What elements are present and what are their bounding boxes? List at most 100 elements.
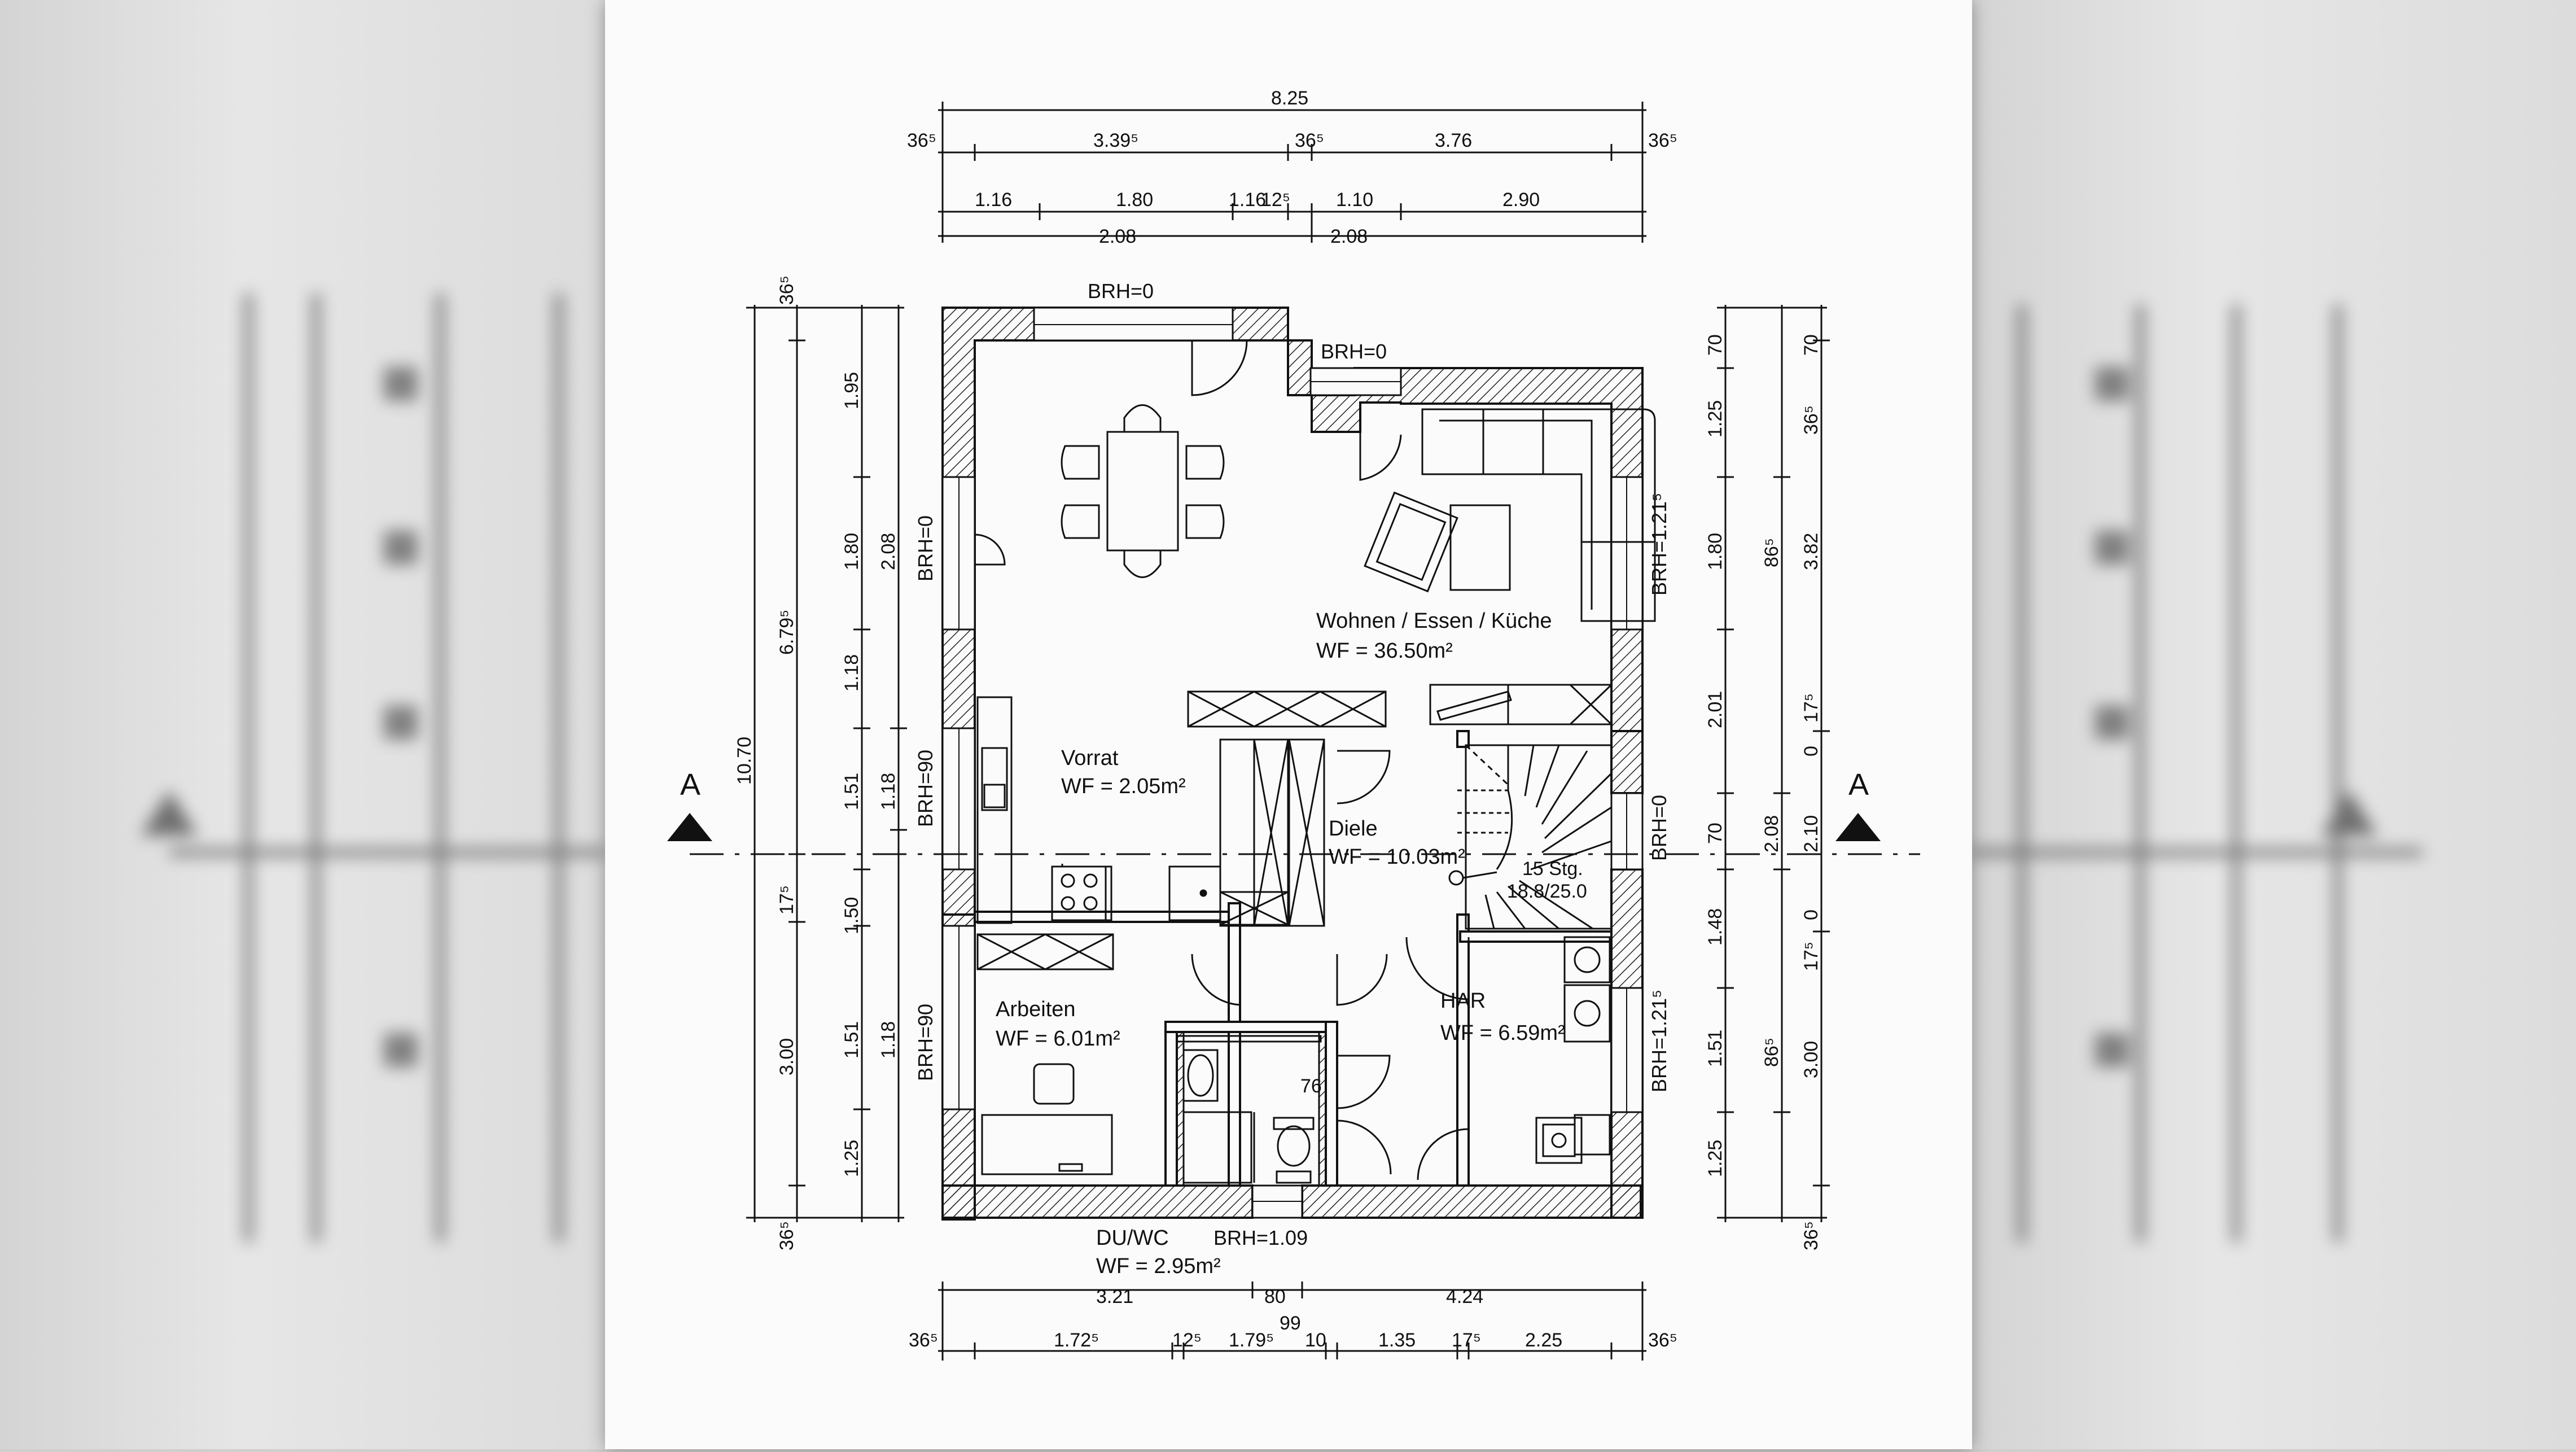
dim-left-m-b: 1.80 <box>841 533 862 570</box>
dim-bottom-r1-a: 3.21 <box>1096 1286 1133 1307</box>
brh-top-left: BRH=0 <box>1088 279 1154 303</box>
dim-right-c-4: 17⁵ <box>1800 693 1822 723</box>
section-marker-left: A <box>680 768 700 802</box>
arbeiten-shelving <box>976 933 1114 1175</box>
brh-right-lower: BRH=1.21⁵ <box>1648 990 1671 1092</box>
dim-bottom-r2-g: 1.35 <box>1378 1329 1416 1351</box>
dim-right-a-2: 1.25 <box>1705 400 1726 438</box>
floor-plan-drawing: Wohnen / Essen / Küche WF = 36.50m² Vorr… <box>667 88 1920 1361</box>
dim-right-a-1: 70 <box>1705 334 1726 356</box>
room-arbeiten-area: WF = 6.01m² <box>996 1027 1120 1051</box>
room-diele-area: WF = 10.03m² <box>1329 845 1465 869</box>
dim-right-c-2: 36⁵ <box>1800 405 1822 435</box>
dim-right-a-7: 1.51 <box>1705 1030 1726 1067</box>
dim-right-a-4: 2.01 <box>1705 691 1726 728</box>
sideboard <box>1429 684 1512 725</box>
blurred-left-backdrop <box>0 0 605 1449</box>
room-duwc-area: WF = 2.95m² <box>1096 1254 1221 1278</box>
dim-right-c-3: 3.82 <box>1800 533 1822 570</box>
stairs-ratio: 18.8/25.0 <box>1507 881 1587 902</box>
section-line <box>667 813 1920 855</box>
dim-top-r3-d: 12⁵ <box>1261 189 1290 211</box>
dim-left-o-bot: 36⁵ <box>776 1221 798 1250</box>
dim-left-m-c: 1.18 <box>841 654 862 692</box>
kitchen-cabinets <box>1187 684 1613 927</box>
brh-left-lower: BRH=90 <box>914 1004 937 1081</box>
dim-left-o-b: 3.00 <box>776 1038 798 1075</box>
brh-bottom: BRH=1.09 <box>1213 1226 1308 1249</box>
brh-left-mid: BRH=90 <box>914 750 937 827</box>
staircase <box>1448 744 1613 930</box>
dim-right-c-1: 70 <box>1800 334 1822 356</box>
bathroom-fixtures <box>1176 1035 1322 1184</box>
dim-top-r3-c: 1.16 <box>1229 189 1266 211</box>
dim-top-r3-b: 1.80 <box>1116 189 1153 211</box>
drawing-sheet: Wohnen / Essen / Küche WF = 36.50m² Vorr… <box>605 0 1972 1449</box>
door-swings <box>974 340 1470 1180</box>
brh-right-upper: BRH=1.21⁵ <box>1648 493 1671 596</box>
dim-left-m-f: 1.51 <box>841 1021 862 1059</box>
dim-right-a-6: 1.48 <box>1705 908 1726 946</box>
dim-top-r3-f: 2.90 <box>1502 189 1540 211</box>
brh-right-mid: BRH=0 <box>1648 795 1671 861</box>
room-har-name: HAR <box>1440 989 1486 1013</box>
dim-right-c-5: 0 <box>1800 746 1822 756</box>
dim-right-a-5: 70 <box>1705 823 1726 844</box>
corner-sofa <box>1421 408 1656 622</box>
dim-bottom-r2-h: 17⁵ <box>1452 1329 1481 1351</box>
dim-left-o-mid: 6.79⁵ <box>776 610 798 655</box>
exterior-walls <box>941 307 1644 1221</box>
dim-bottom-r1-b: 80 <box>1264 1286 1286 1307</box>
dim-left-m-g: 1.25 <box>841 1140 862 1177</box>
dim-left-i-a: 2.08 <box>878 533 899 570</box>
section-marker-right: A <box>1848 768 1869 802</box>
dim-left-m-d: 1.51 <box>841 773 862 810</box>
dim-bottom-r2-f: 10 <box>1305 1329 1326 1351</box>
dim-bottom-r2-e: 99 <box>1280 1313 1301 1334</box>
dim-left-o-top: 36⁵ <box>776 275 798 305</box>
room-wohnen-area: WF = 36.50m² <box>1316 639 1453 663</box>
window-openings <box>941 307 1644 1219</box>
dim-bottom-r2-b: 1.72⁵ <box>1054 1329 1099 1351</box>
section-arrow-left-icon <box>667 813 712 841</box>
dim-top-r2-a: 36⁵ <box>907 130 936 151</box>
room-diele-name: Diele <box>1329 817 1378 841</box>
dining-table-set <box>1061 404 1225 578</box>
dim-right-c-6: 2.10 <box>1800 815 1822 852</box>
dim-top-r4-b: 2.08 <box>1330 226 1368 247</box>
dim-left-m-a: 1.95 <box>841 372 862 409</box>
room-arbeiten-name: Arbeiten <box>996 998 1076 1021</box>
dim-top-r2-c: 36⁵ <box>1295 130 1324 151</box>
dim-bottom-r2-a: 36⁵ <box>909 1329 938 1351</box>
dim-right-c-10: 36⁵ <box>1800 1221 1822 1250</box>
dim-top-r2-d: 3.76 <box>1435 130 1472 151</box>
dim-top-r4-a: 2.08 <box>1099 226 1136 247</box>
dim-left-i-b: 1.18 <box>878 773 899 810</box>
blurred-right-backdrop <box>1971 0 2576 1449</box>
dim-right-b-1: 86⁵ <box>1761 538 1782 567</box>
dim-right-c-7: 0 <box>1800 909 1822 920</box>
dim-bottom-r2-j: 36⁵ <box>1648 1329 1677 1351</box>
armchair <box>1364 491 1458 593</box>
dim-left-i-c: 1.18 <box>878 1021 899 1059</box>
room-vorrat-name: Vorrat <box>1061 746 1119 770</box>
vorrat-fixtures <box>976 696 1221 924</box>
dim-top-r3-e: 1.10 <box>1336 189 1373 211</box>
dim-top-r2-b: 3.39⁵ <box>1093 130 1138 151</box>
brh-left-upper: BRH=0 <box>914 515 937 581</box>
window-glazing-lines <box>958 324 1627 1202</box>
room-har-area: WF = 6.59m² <box>1440 1021 1565 1045</box>
dim-left-o-a: 17⁵ <box>776 885 798 915</box>
dim-right-a-8: 1.25 <box>1705 1140 1726 1177</box>
section-arrow-right-icon <box>1835 813 1881 841</box>
room-wohnen-name: Wohnen / Essen / Küche <box>1316 609 1552 633</box>
door-width-label: 76 <box>1300 1075 1322 1097</box>
wall-hatching-inner <box>1176 1031 1327 1187</box>
stairs-steps: 15 Stg. <box>1522 858 1583 880</box>
dimension-lines <box>746 102 1830 1361</box>
dim-top-r2-e: 36⁵ <box>1648 130 1677 151</box>
dim-bottom-r1-c: 4.24 <box>1446 1286 1483 1307</box>
dim-bottom-r2-i: 2.25 <box>1525 1329 1562 1351</box>
dim-left-total: 10.70 <box>734 737 755 785</box>
